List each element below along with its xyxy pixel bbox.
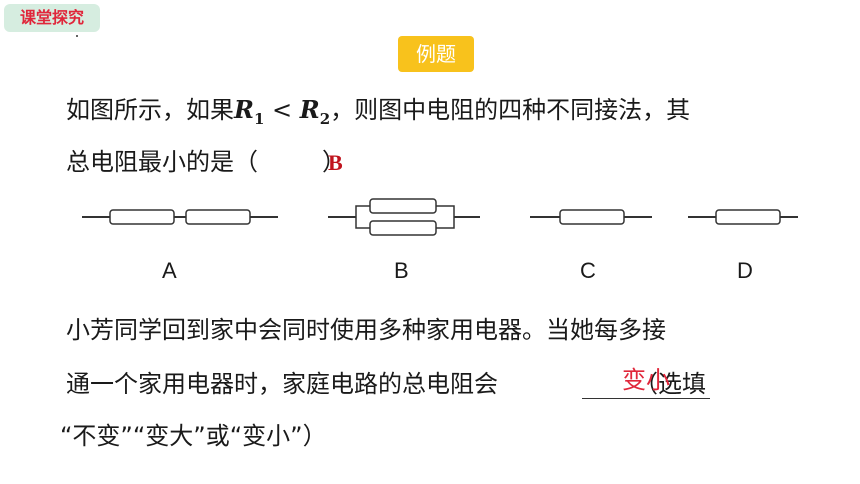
question2-line2-pre: 通一个家用电器时，家庭电路的总电阻会 bbox=[66, 370, 498, 398]
less-than-sign: < bbox=[264, 96, 300, 124]
question1-line2-open: 总电阻最小的是（ bbox=[66, 148, 258, 176]
answer-bianxiao: 变小 bbox=[622, 366, 670, 394]
option-label-c: C bbox=[580, 258, 596, 283]
question1-suffix: ，则图中电阻的四种不同接法，其 bbox=[330, 96, 691, 124]
question1-line1: 如图所示，如果R1 < R2，则图中电阻的四种不同接法，其 bbox=[66, 94, 690, 135]
question1-line2: 总电阻最小的是（ ） bbox=[66, 146, 346, 178]
r1-symbol: R1 bbox=[234, 95, 265, 128]
question2-line1: 小芳同学回到家中会同时使用多种家用电器。当她每多接 bbox=[66, 316, 666, 344]
example-label: 例题 bbox=[398, 36, 474, 72]
circuit-diagrams bbox=[82, 198, 798, 236]
question2-line3: “不变”“变大”或“变小”） bbox=[60, 422, 327, 450]
circuit-b-parallel bbox=[328, 198, 480, 236]
option-label-d: D bbox=[737, 258, 753, 283]
circuit-d-single bbox=[688, 209, 798, 225]
answer-b: B bbox=[328, 150, 343, 175]
question1-prefix: 如图所示，如果 bbox=[66, 96, 234, 124]
decorative-dot bbox=[76, 35, 78, 37]
question1-line2-close: ） bbox=[322, 148, 346, 176]
r2-symbol: R2 bbox=[299, 95, 331, 128]
circuit-a-series bbox=[82, 209, 278, 225]
option-label-b: B bbox=[394, 258, 409, 283]
answer-blank-line bbox=[582, 398, 710, 399]
option-label-a: A bbox=[162, 258, 177, 283]
section-badge: 课堂探究 bbox=[4, 4, 100, 32]
circuit-c-single bbox=[530, 209, 652, 225]
question2-line2-post: （选填 bbox=[634, 370, 706, 398]
question2-line2: 通一个家用电器时，家庭电路的总电阻会 （选填 bbox=[66, 368, 706, 400]
